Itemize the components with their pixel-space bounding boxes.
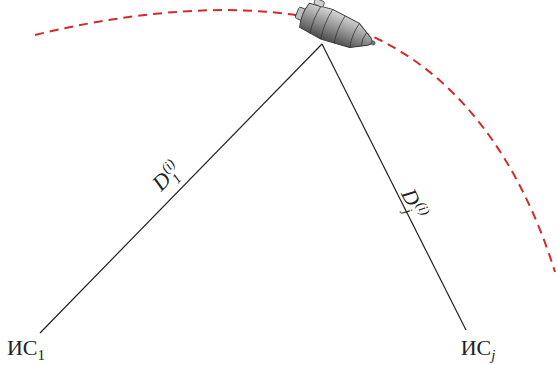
station-label: ИСj (461, 337, 496, 363)
orbit-arc (35, 10, 555, 272)
range-line (40, 44, 322, 333)
range-label: D(i)1 (147, 157, 189, 199)
range-label: D(i)j (392, 185, 432, 225)
station-label: ИС1 (7, 337, 45, 363)
range-line (322, 44, 466, 330)
spacecraft (291, 0, 382, 59)
